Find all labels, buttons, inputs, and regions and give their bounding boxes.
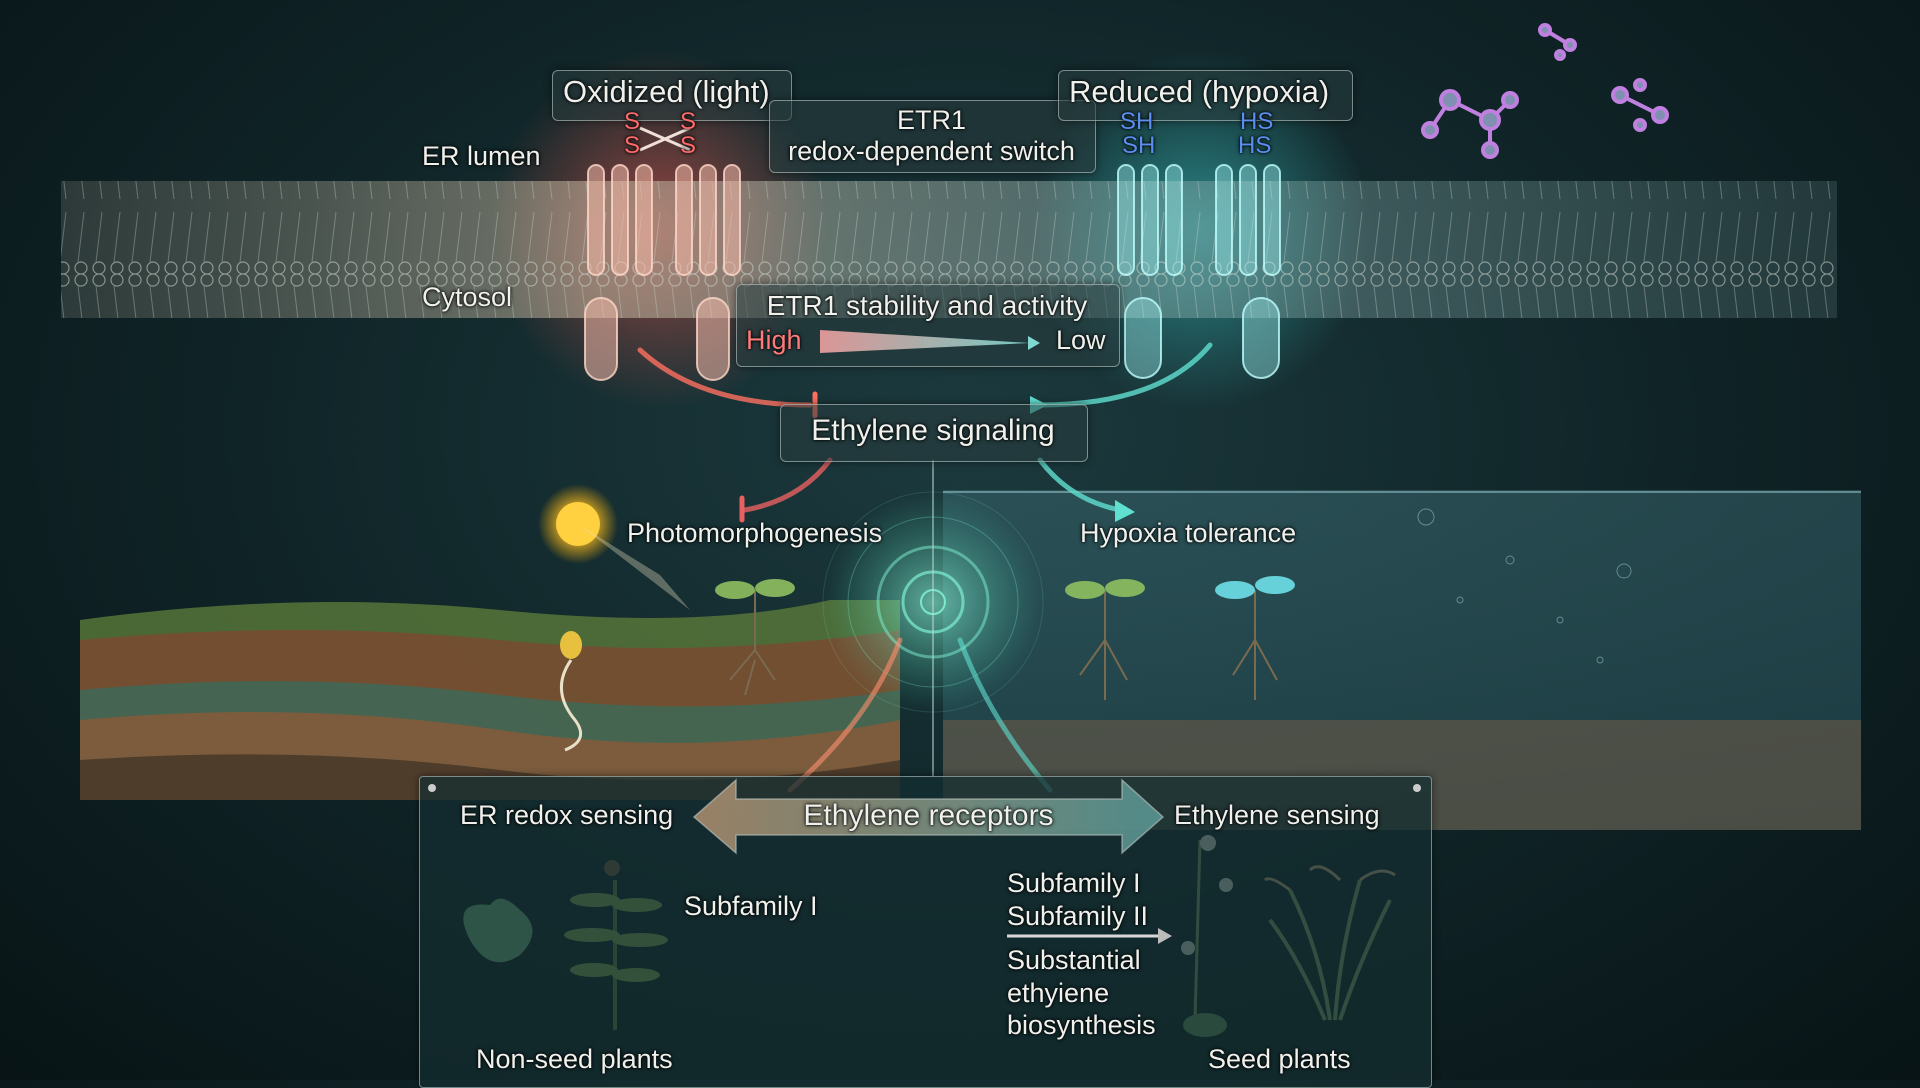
disulfide-s2: S	[624, 132, 641, 159]
reduced-label: Reduced (hypoxia)	[1069, 74, 1330, 109]
photomorphogenesis-label: Photomorphogenesis	[627, 518, 883, 548]
disulfide-s3: S	[680, 108, 697, 135]
ethylene-molecule-icon	[1421, 23, 1669, 159]
ethylene-sensing-label: Ethylene sensing	[1174, 800, 1380, 830]
etr1-reduced-dimer-icon	[1117, 164, 1281, 379]
oxidized-label: Oxidized (light)	[563, 74, 770, 109]
biosynthesis-line-2: ethyiene	[1007, 978, 1110, 1008]
biosynthesis-line-3: biosynthesis	[1007, 1010, 1156, 1040]
thiol-hs2: HS	[1238, 132, 1272, 159]
ethylene-receptors-label: Ethylene receptors	[803, 799, 1054, 832]
disulfide-s1: S	[624, 108, 641, 135]
switch-subtitle: redox-dependent switch	[788, 136, 1075, 166]
reduced-state-box	[1058, 70, 1353, 121]
ethylene-signaling-box	[780, 404, 1088, 462]
non-seed-plants-label: Non-seed plants	[476, 1044, 673, 1074]
er-lumen-label: ER lumen	[422, 141, 541, 171]
thiol-hs1: HS	[1240, 108, 1274, 135]
hypoxia-tolerance-label: Hypoxia tolerance	[1080, 518, 1297, 548]
oxidized-state-box	[552, 70, 792, 121]
ethylene-signaling-label: Ethylene signaling	[811, 414, 1055, 447]
disulfide-s4: S	[680, 132, 697, 159]
etr1-switch-box	[769, 100, 1096, 173]
thiol-sh2: SH	[1122, 132, 1156, 159]
right-subfamily-2-label: Subfamily II	[1007, 901, 1149, 931]
left-subfamily-label: Subfamily I	[684, 891, 818, 921]
thiol-sh1: SH	[1120, 108, 1154, 135]
stability-box	[736, 284, 1120, 367]
stability-low: Low	[1056, 325, 1106, 355]
seedling-icons	[729, 590, 1278, 700]
stability-title: ETR1 stability and activity	[766, 290, 1088, 321]
er-redox-sensing-label: ER redox sensing	[460, 800, 674, 830]
cytosol-label: Cytosol	[422, 282, 513, 312]
sun-icon	[538, 484, 690, 610]
etr1-oxidized-dimer-icon	[584, 164, 741, 381]
stability-high: High	[746, 325, 802, 355]
biosynthesis-line-1: Substantial	[1007, 945, 1141, 975]
switch-title: ETR1	[896, 105, 967, 135]
seed-plants-label: Seed plants	[1208, 1044, 1351, 1074]
right-subfamily-1-label: Subfamily I	[1007, 868, 1141, 898]
